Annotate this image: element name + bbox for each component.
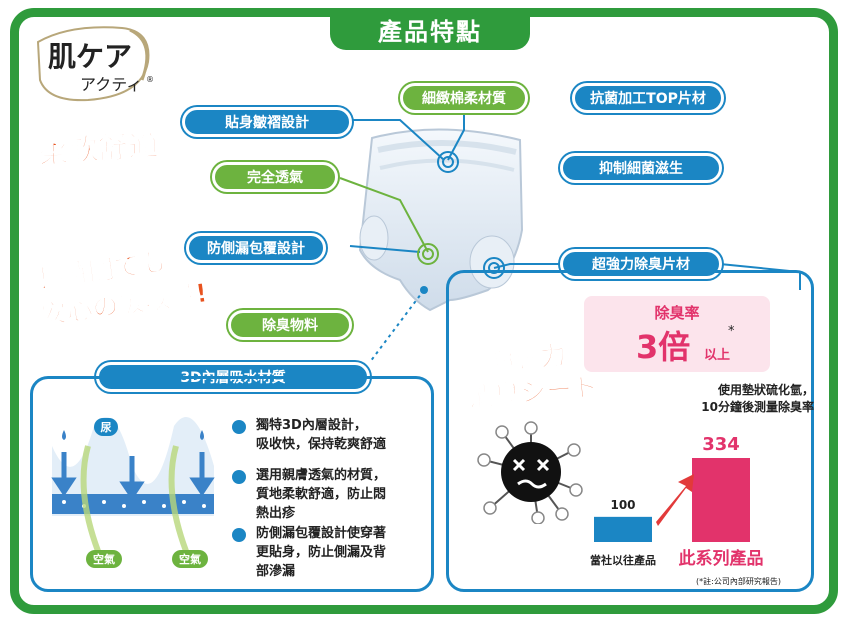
urine-badge: 尿	[94, 418, 118, 436]
bullet-2: 選用親膚透氣的材質， 質地柔軟舒適，防止悶 熱出疹	[232, 466, 386, 523]
deodor-rate-star: *	[728, 324, 735, 339]
chart-bar-0	[594, 516, 652, 542]
feature-soft-cotton: 細緻棉柔材質	[400, 83, 528, 113]
bullet-3: 防側漏包覆設計使穿著 更貼身，防止側漏及背 部滲漏	[232, 524, 386, 581]
chart-increase-arrow	[656, 474, 694, 526]
brand-logo: 肌ケア アクティ ®	[36, 26, 154, 102]
feature-antibacterial: 抗菌加工TOP片材	[572, 83, 724, 113]
germ-icon	[477, 421, 583, 524]
deodor-rate-value: 3倍	[636, 328, 691, 366]
chart-category-label-1: 此系列產品	[679, 548, 764, 569]
deodor-rate-box: 除臭率 3倍 以上 *	[584, 296, 770, 372]
deodor-rate-unit: 以上	[704, 348, 731, 363]
feature-deodor-material: 除臭物料	[228, 310, 352, 340]
chart-value-label-1: 334	[702, 434, 740, 455]
deodor-rate-label: 除臭率	[654, 304, 700, 322]
logo-mark: ®	[146, 75, 154, 84]
feature-leak-guard: 防側漏包覆設計	[186, 233, 326, 263]
chart-bar-1	[692, 458, 750, 542]
bullet-1: 獨特3D內層設計， 吸收快，保持乾爽舒適	[232, 416, 386, 454]
chart-value-label-0: 100	[610, 498, 635, 512]
feature-breathable: 完全透氣	[212, 162, 338, 192]
deodor-chart: 100 當社以往產品 334 此系列產品	[590, 434, 764, 569]
page-title: 產品特點	[330, 8, 530, 50]
chart-category-label-0: 當社以往產品	[590, 553, 656, 567]
feature-super-deodor: 超強力除臭片材	[560, 249, 722, 279]
slogan-soft: 柔軟舒適	[37, 127, 160, 172]
chart-footnote: (*註:公司內部研究報告)	[696, 577, 781, 586]
logo-sub-text: アクティ	[80, 75, 142, 94]
method-note: 使用墊狀硫化氫， 10分鐘後測量除臭率	[701, 383, 814, 414]
absorb-panel	[30, 376, 434, 592]
deodor-panel	[446, 270, 814, 592]
air-badge-2: 空氣	[172, 550, 208, 568]
air-badge-1: 空氣	[86, 550, 122, 568]
feature-fit-pleats: 貼身皺褶設計	[182, 107, 352, 137]
feature-antibacteria-growth: 抑制細菌滋生	[560, 153, 722, 183]
logo-main-text: 肌ケア	[48, 40, 132, 73]
